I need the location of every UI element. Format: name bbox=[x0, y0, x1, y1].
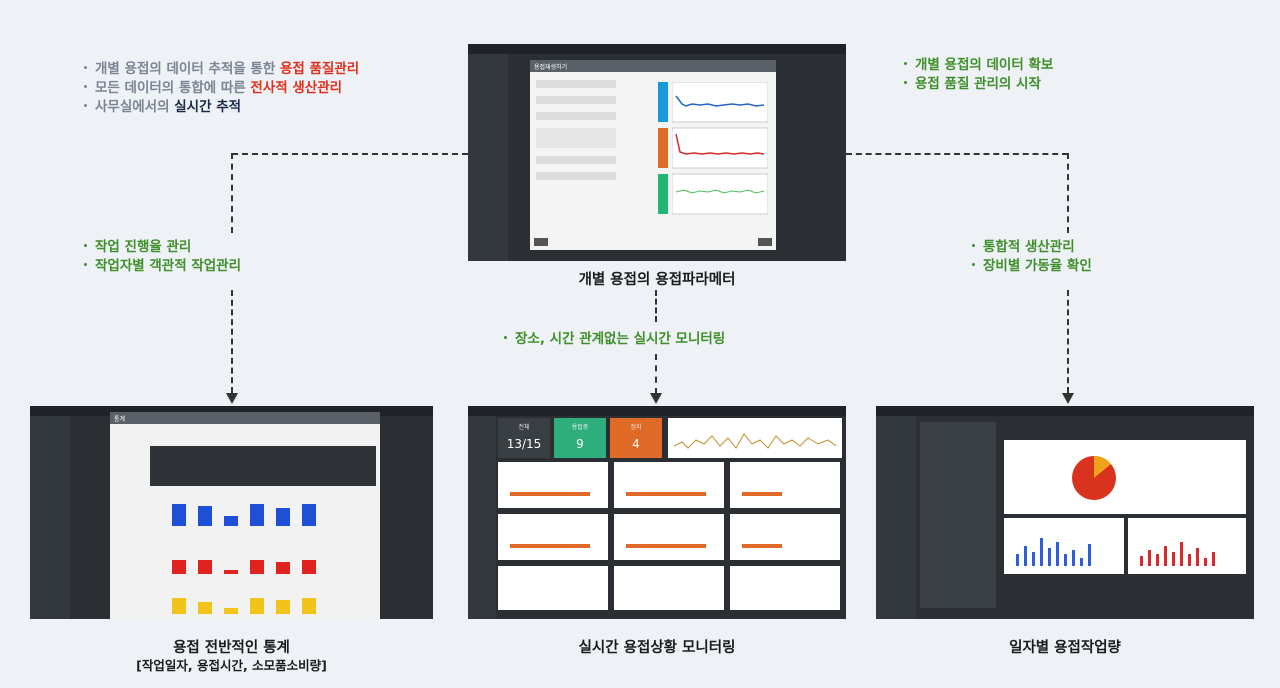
top-right-bullets: 개별 용접의 데이터 확보 용접 품질 관리의 시작 bbox=[904, 56, 1053, 94]
bullet-item: 모든 데이터의 통합에 따른 전사적 생산관리 bbox=[84, 79, 359, 98]
bullet-item: 통합적 생산관리 bbox=[972, 238, 1092, 257]
connector-center-top bbox=[655, 290, 657, 322]
top-left-bullets: 개별 용접의 데이터 추적을 통한 용접 품질관리 모든 데이터의 통합에 따른… bbox=[84, 60, 359, 117]
modal-title: 용접재생하기 bbox=[530, 60, 776, 72]
stats-bar-charts bbox=[172, 504, 316, 614]
weld-current-graph bbox=[672, 82, 768, 215]
caption-left-sub: [작업일자, 용접시간, 소모품소비량] bbox=[136, 658, 327, 673]
connector-right-vertical-top bbox=[1067, 153, 1069, 233]
connector-right-vertical-bottom bbox=[1067, 290, 1069, 393]
realtime-line-graph bbox=[668, 418, 842, 458]
screenshot-weld-parameters: 용접재생하기 bbox=[468, 44, 846, 261]
daily-bar-blue bbox=[1016, 538, 1091, 566]
bullet-item: 용접 품질 관리의 시작 bbox=[904, 75, 1053, 94]
bullet-item: 작업자별 객관적 작업관리 bbox=[84, 257, 241, 276]
screenshot-statistics: 통계 bbox=[30, 406, 433, 619]
connector-center-bottom bbox=[655, 354, 657, 394]
bullet-item: 개별 용접의 데이터 확보 bbox=[904, 56, 1053, 75]
connector-left-horizontal bbox=[232, 153, 468, 155]
daily-bar-red bbox=[1140, 542, 1215, 566]
bullet-item: 작업 진행율 관리 bbox=[84, 238, 241, 257]
mid-left-bullets: 작업 진행율 관리 작업자별 객관적 작업관리 bbox=[84, 238, 241, 276]
mid-right-bullets: 통합적 생산관리 장비별 가동율 확인 bbox=[972, 238, 1092, 276]
screenshot-daily-volume bbox=[876, 406, 1254, 619]
machine-cards bbox=[498, 462, 842, 614]
connector-left-vertical-bottom bbox=[231, 290, 233, 393]
center-bullet: 장소, 시간 관계없는 실시간 모니터링 bbox=[504, 330, 725, 349]
daily-pie-chart bbox=[1072, 455, 1116, 500]
arrow-left bbox=[226, 393, 238, 404]
caption-center: 실시간 용접상황 모니터링 bbox=[578, 640, 736, 656]
caption-left: 용접 전반적인 통계 bbox=[173, 640, 290, 656]
caption-right: 일자별 용접작업량 bbox=[1009, 640, 1121, 656]
bullet-item: 사무실에서의 실시간 추적 bbox=[84, 98, 359, 117]
connector-right-horizontal bbox=[846, 153, 1068, 155]
bullet-item: 개별 용접의 데이터 추적을 통한 용접 품질관리 bbox=[84, 60, 359, 79]
bullet-item: 장비별 가동율 확인 bbox=[972, 257, 1092, 276]
caption-top: 개별 용접의 용접파라메터 bbox=[578, 272, 736, 288]
connector-left-vertical-top bbox=[231, 153, 233, 233]
arrow-center bbox=[650, 393, 662, 404]
arrow-right bbox=[1062, 393, 1074, 404]
modal-title: 통계 bbox=[110, 412, 380, 424]
